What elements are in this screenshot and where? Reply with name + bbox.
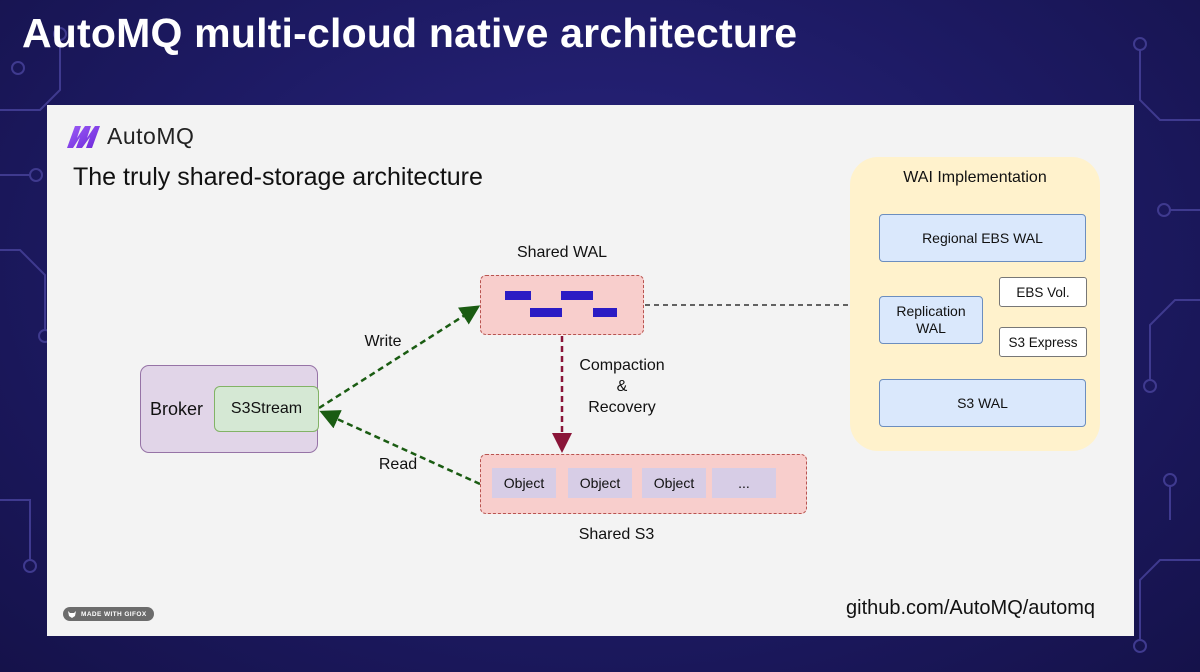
ebs-vol-box: EBS Vol. — [999, 277, 1087, 307]
object-block: Object — [642, 468, 706, 498]
gifox-fox-icon — [68, 611, 76, 618]
s3-express-box: S3 Express — [999, 327, 1087, 357]
wai-title: WAI Implementation — [903, 169, 1047, 186]
s3stream-box: S3Stream — [214, 386, 319, 432]
replication-wal-label: WAL — [916, 320, 946, 336]
ampersand-label: & — [616, 378, 628, 395]
compaction-label: Compaction — [579, 357, 665, 374]
s3-wal-box: S3 WAL — [879, 379, 1086, 427]
logo-text: AutoMQ — [107, 123, 195, 149]
automq-logo: AutoMQ — [65, 123, 194, 150]
read-label: Read — [378, 456, 418, 473]
shared-s3-label: Shared S3 — [578, 526, 655, 543]
recovery-label: Recovery — [588, 399, 656, 416]
wal-segment — [505, 291, 531, 300]
wal-segment — [561, 291, 593, 300]
replication-wal-box: Replication WAL — [879, 296, 983, 344]
gifox-label: MADE WITH GIFOX — [81, 610, 147, 618]
object-block: Object — [492, 468, 556, 498]
architecture-panel: AutoMQ The truly shared-storage architec… — [47, 105, 1134, 636]
write-label: Write — [364, 333, 402, 350]
object-block: ... — [712, 468, 776, 498]
shared-s3-box: Object Object Object ... — [480, 454, 807, 514]
shared-wal-box — [480, 275, 644, 335]
broker-label: Broker — [150, 399, 204, 419]
object-block: Object — [568, 468, 632, 498]
automq-logo-icon — [67, 125, 100, 148]
wal-segment — [593, 308, 617, 317]
gifox-badge: MADE WITH GIFOX — [63, 607, 154, 621]
shared-wal-label: Shared WAL — [516, 244, 608, 261]
replication-label: Replication — [896, 303, 966, 319]
regional-ebs-wal-box: Regional EBS WAL — [879, 214, 1086, 262]
panel-subtitle: The truly shared-storage architecture — [73, 163, 483, 191]
write-arrow — [318, 305, 481, 410]
read-arrow — [319, 410, 481, 486]
github-link[interactable]: github.com/AutoMQ/automq — [846, 597, 1096, 619]
wal-segment — [530, 308, 562, 317]
slide-title: AutoMQ multi-cloud native architecture — [22, 10, 798, 56]
